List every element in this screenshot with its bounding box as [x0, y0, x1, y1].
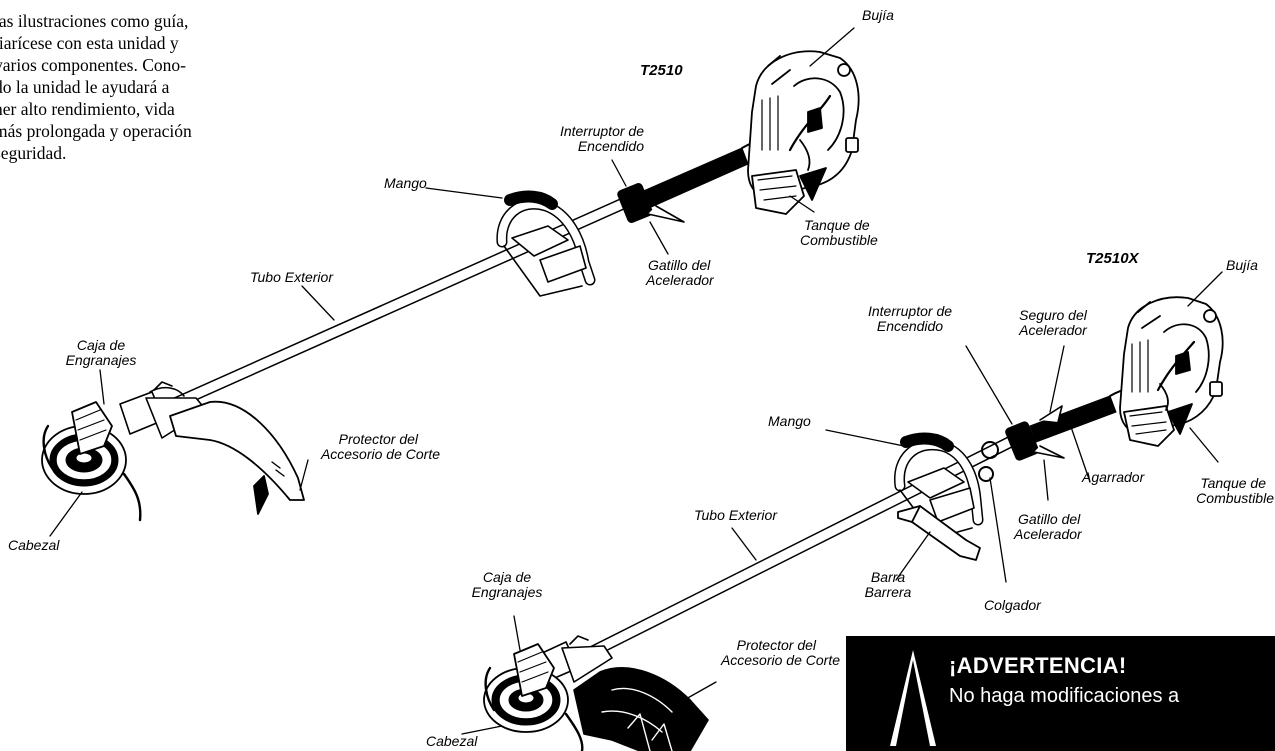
callout-trimmer-head-t2510x: Cabezal: [426, 734, 477, 749]
callout-grip-t2510x: Agarrador: [1082, 470, 1144, 485]
callout-handle-t2510x: Mango: [768, 414, 811, 429]
callout-text: Engranajes: [56, 353, 146, 368]
callout-text: Tubo Exterior: [250, 270, 333, 285]
callout-text: Tubo Exterior: [694, 508, 777, 523]
callout-text: Mango: [768, 414, 811, 429]
callout-text: Caja de: [462, 570, 552, 585]
callout-text: Engranajes: [462, 585, 552, 600]
callout-fuel-tank-t2510: Tanque de Combustible: [800, 218, 878, 248]
callout-drive-tube-t2510x: Tubo Exterior: [694, 508, 777, 523]
callout-text: Cabezal: [426, 734, 477, 749]
callout-text: Agarrador: [1082, 470, 1144, 485]
callout-cutting-guard-t2510: Protector del Accesorio de Corte: [276, 432, 440, 462]
warning-title: ¡ADVERTENCIA!: [949, 653, 1126, 679]
warning-text: No haga modificaciones a: [949, 685, 1179, 708]
callout-trimmer-head-t2510: Cabezal: [8, 538, 59, 553]
callout-text: Encendido: [520, 139, 644, 154]
callout-text: Acelerador: [1014, 527, 1082, 542]
callout-spark-plug-t2510x: Bujía: [1226, 258, 1258, 273]
trimmer-t2510-drawing: [42, 28, 859, 536]
callout-text: Acelerador: [646, 273, 714, 288]
model-label-t2510x: T2510X: [1086, 250, 1139, 267]
callout-text: Protector del: [276, 432, 440, 447]
callout-text: Encendido: [852, 319, 968, 334]
callout-throttle-lock-t2510x: Seguro del Acelerador: [1008, 308, 1098, 338]
callout-text: Gatillo del: [646, 258, 714, 273]
callout-drive-tube-t2510: Tubo Exterior: [250, 270, 333, 285]
callout-gearbox-t2510: Caja de Engranajes: [56, 338, 146, 368]
warning-triangle-icon: [890, 650, 936, 746]
callout-text: Mango: [384, 176, 427, 191]
engine-t2510x: [1120, 297, 1223, 446]
callout-text: Seguro del: [1008, 308, 1098, 323]
callout-gearbox-t2510x: Caja de Engranajes: [462, 570, 552, 600]
callout-cutting-guard-t2510x: Protector del Accesorio de Corte: [674, 638, 840, 668]
callout-text: Combustible: [800, 233, 878, 248]
callout-text: Accesorio de Corte: [276, 447, 440, 462]
callout-text: Interruptor de: [520, 124, 644, 139]
callout-hanger-t2510x: Colgador: [984, 598, 1041, 613]
engine-t2510: [748, 51, 859, 214]
callout-text: Caja de: [56, 338, 146, 353]
callout-text: Interruptor de: [852, 304, 968, 319]
callout-text: Barra: [858, 570, 918, 585]
callout-throttle-trigger-t2510x: Gatillo del Acelerador: [1014, 512, 1082, 542]
callout-text: Colgador: [984, 598, 1041, 613]
callout-handle-t2510: Mango: [384, 176, 427, 191]
guard-t2510x: [574, 668, 708, 751]
callout-text: Acelerador: [1008, 323, 1098, 338]
callout-text: Cabezal: [8, 538, 59, 553]
callout-text: Barrera: [858, 585, 918, 600]
callout-text: Protector del: [674, 638, 840, 653]
warning-box: ¡ADVERTENCIA! No haga modificaciones a: [846, 636, 1275, 751]
callout-fuel-tank-t2510x: Tanque de Combustible: [1168, 476, 1274, 506]
callout-text: Accesorio de Corte: [674, 653, 840, 668]
callout-ignition-switch-t2510x: Interruptor de Encendido: [852, 304, 968, 334]
callout-spark-plug-t2510: Bujía: [862, 8, 894, 23]
callout-text: Tanque de: [1168, 476, 1274, 491]
callout-text: Gatillo del: [1014, 512, 1082, 527]
callout-throttle-trigger-t2510: Gatillo del Acelerador: [646, 258, 714, 288]
callout-text: Bujía: [862, 8, 894, 23]
callout-barrier-bar-t2510x: Barra Barrera: [858, 570, 918, 600]
model-label-t2510: T2510: [640, 62, 683, 79]
callout-ignition-switch-t2510: Interruptor de Encendido: [520, 124, 644, 154]
callout-text: Tanque de: [800, 218, 878, 233]
callout-text: Combustible: [1168, 491, 1274, 506]
callout-text: Bujía: [1226, 258, 1258, 273]
